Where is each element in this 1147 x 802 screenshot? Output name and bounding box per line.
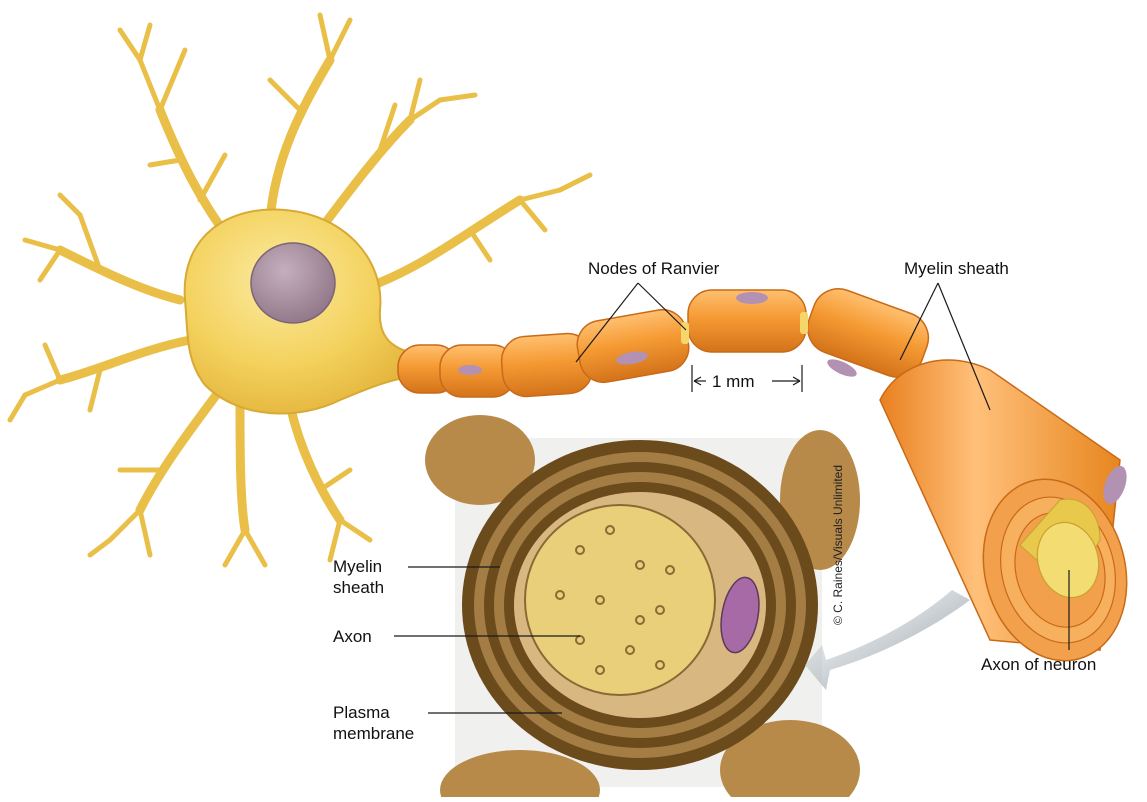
- zoom-arrow: [805, 590, 970, 690]
- label-micro-axon: Axon: [333, 627, 372, 646]
- label-axon-of-neuron: Axon of neuron: [981, 655, 1096, 674]
- image-credit: © C. Raines/Visuals Unlimited: [831, 465, 845, 625]
- label-plasma-1: Plasma: [333, 703, 390, 722]
- label-scale: 1 mm: [712, 372, 755, 391]
- nucleus: [251, 243, 335, 323]
- label-micro-myelin-1: Myelin: [333, 557, 382, 576]
- label-myelin-sheath: Myelin sheath: [904, 259, 1009, 278]
- micrograph: [425, 415, 860, 797]
- label-nodes-of-ranvier: Nodes of Ranvier: [588, 259, 720, 278]
- label-micro-myelin-2: sheath: [333, 578, 384, 597]
- label-plasma-2: membrane: [333, 724, 414, 743]
